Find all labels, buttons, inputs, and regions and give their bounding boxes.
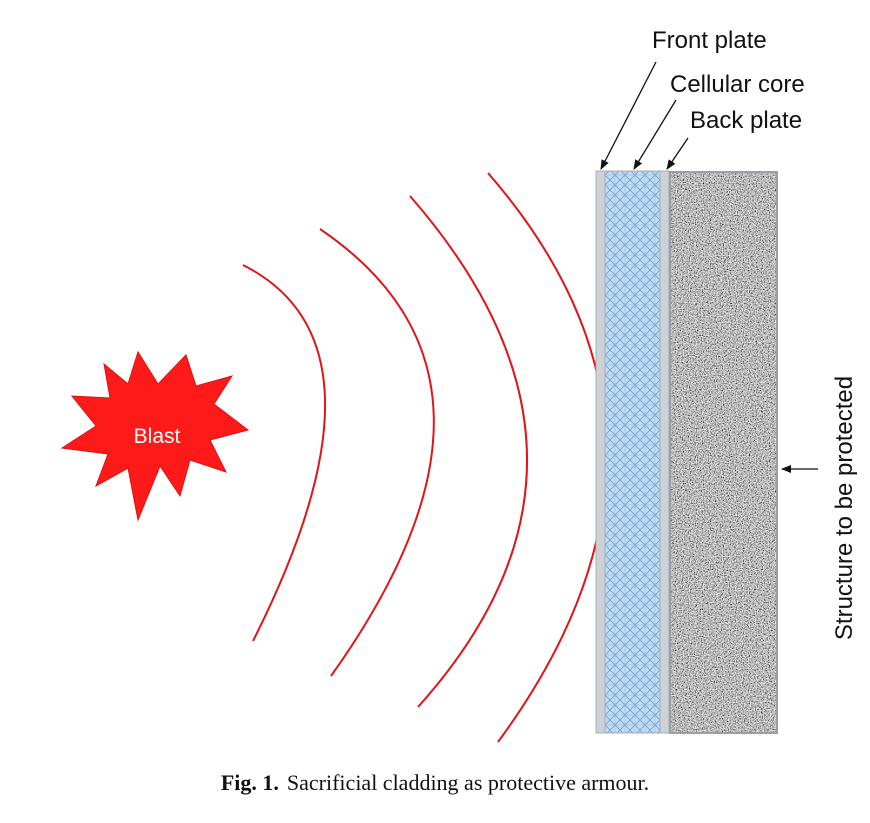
figure-caption-text: Sacrificial cladding as protective armou… bbox=[286, 770, 650, 795]
figure-number: Fig. 1. bbox=[220, 770, 279, 795]
back-plate-label: Back plate bbox=[690, 107, 802, 134]
structure-label: Structure to be protected bbox=[831, 376, 858, 640]
blast-label: Blast bbox=[134, 425, 181, 448]
front-plate-leader bbox=[600, 61, 657, 170]
blast-wave-1 bbox=[242, 264, 326, 642]
blast-burst: Blast bbox=[60, 350, 250, 522]
protected-structure bbox=[670, 172, 777, 733]
cellular-core-leader bbox=[633, 99, 677, 170]
blast-wave-4 bbox=[487, 172, 608, 743]
front-plate bbox=[595, 170, 606, 734]
leader-lines bbox=[600, 61, 818, 473]
figure-caption: Fig. 1. Sacrificial cladding as protectiv… bbox=[0, 770, 870, 796]
back-plate bbox=[659, 170, 670, 734]
cladding-assembly bbox=[595, 170, 778, 734]
blast-waves bbox=[242, 172, 608, 743]
cellular-core bbox=[604, 170, 661, 734]
protected-structure-outline bbox=[669, 171, 778, 734]
blast-wave-3 bbox=[409, 195, 528, 708]
back-plate-leader bbox=[666, 137, 689, 170]
blast-star-shape bbox=[60, 350, 250, 522]
blast-wave-2 bbox=[319, 228, 435, 677]
cellular-core-label: Cellular core bbox=[670, 71, 805, 98]
front-plate-label: Front plate bbox=[652, 27, 767, 54]
